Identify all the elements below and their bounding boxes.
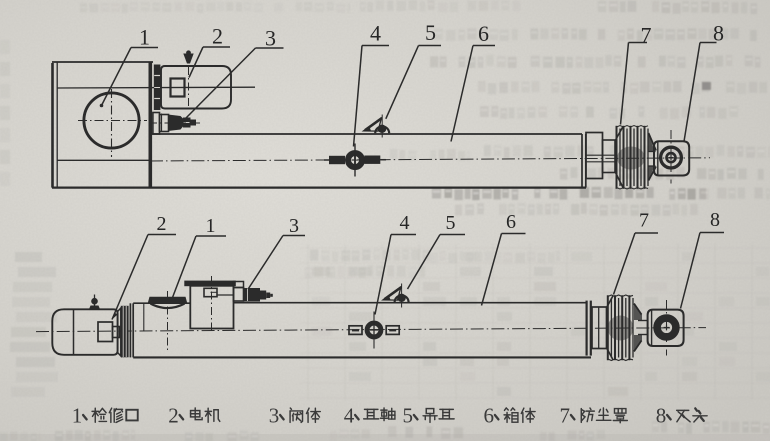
- svg-text:7: 7: [639, 210, 649, 232]
- svg-text:3: 3: [269, 404, 280, 428]
- svg-text:6: 6: [484, 404, 495, 428]
- svg-text:8: 8: [656, 404, 667, 428]
- svg-text:5: 5: [446, 212, 456, 234]
- svg-text:4: 4: [370, 21, 381, 46]
- svg-text:3: 3: [265, 26, 276, 51]
- svg-text:4: 4: [400, 212, 410, 234]
- svg-text:2: 2: [168, 404, 179, 428]
- svg-text:1: 1: [139, 25, 150, 50]
- svg-text:7: 7: [560, 404, 571, 428]
- svg-text:7: 7: [641, 22, 652, 47]
- svg-text:1: 1: [206, 215, 216, 237]
- svg-text:5: 5: [403, 404, 414, 428]
- svg-text:6: 6: [478, 21, 489, 46]
- svg-text:8: 8: [710, 209, 720, 231]
- svg-text:2: 2: [157, 213, 167, 235]
- svg-text:6: 6: [506, 211, 516, 233]
- svg-text:1: 1: [72, 404, 83, 428]
- svg-text:5: 5: [425, 20, 436, 45]
- svg-text:2: 2: [212, 24, 223, 49]
- svg-text:8: 8: [713, 20, 724, 45]
- svg-text:4: 4: [344, 404, 355, 428]
- svg-text:3: 3: [289, 215, 299, 237]
